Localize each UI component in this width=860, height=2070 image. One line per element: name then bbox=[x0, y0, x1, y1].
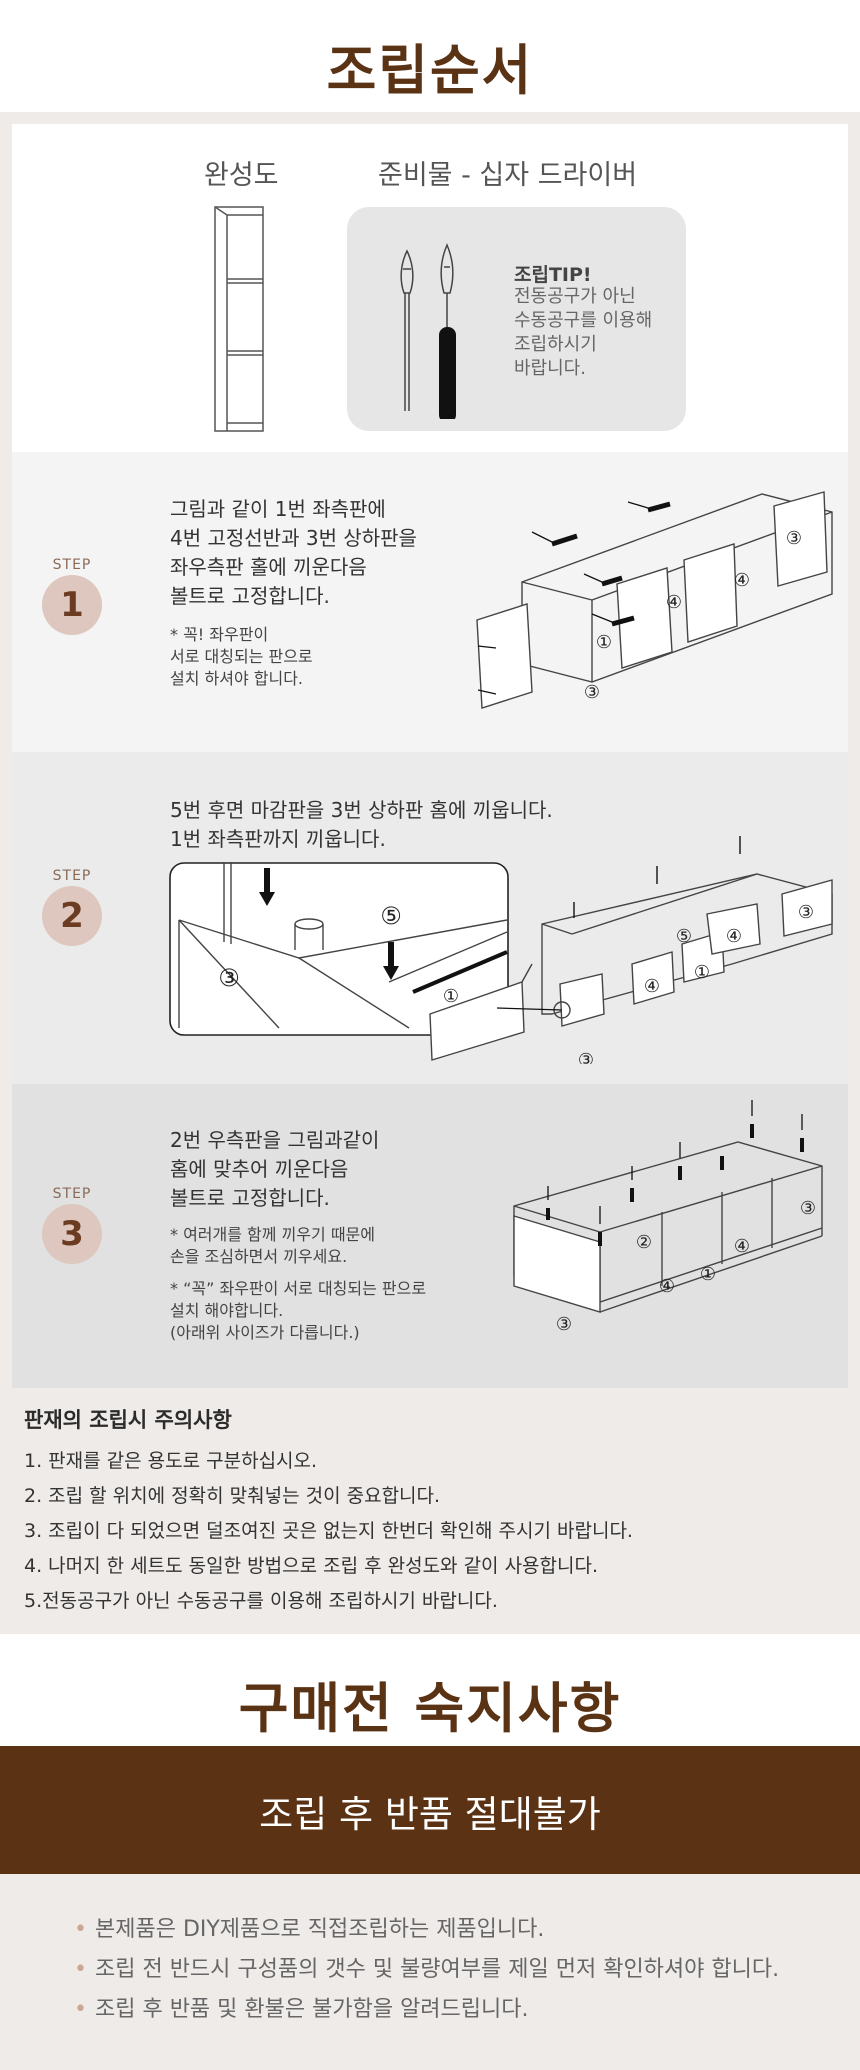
notice-item-text: 조립 후 반품 및 환불은 불가함을 알려드립니다. bbox=[94, 1997, 529, 2022]
detail-label: ③ bbox=[218, 964, 240, 992]
step-2-text: 5번 후면 마감판을 3번 상하판 홈에 끼웁니다. 1번 좌측판까지 끼웁니다… bbox=[170, 798, 553, 851]
notice-item: •조립 후 반품 및 환불은 불가함을 알려드립니다. bbox=[74, 1997, 529, 2022]
part-label: ③ bbox=[584, 682, 600, 703]
part-label: ④ bbox=[734, 570, 750, 591]
no-return-banner: 조립 후 반품 절대불가 bbox=[0, 1746, 860, 1874]
tip-title: 조립TIP! bbox=[514, 264, 592, 286]
notice-item: •본제품은 DIY제품으로 직접조립하는 제품입니다. bbox=[74, 1917, 545, 1942]
part-label: ④ bbox=[726, 926, 742, 947]
part-label: ③ bbox=[786, 528, 802, 549]
caution-item: 3. 조립이 다 되었으면 덜조여진 곳은 없는지 한번더 확인해 주시기 바랍… bbox=[24, 1520, 633, 1542]
cautions-title: 판재의 조립시 주의사항 bbox=[24, 1408, 232, 1432]
part-label: ① bbox=[694, 962, 710, 983]
step-1-note: * 꼭! 좌우판이 서로 대칭되는 판으로 설치 하셔야 합니다. bbox=[170, 625, 313, 688]
caution-item: 5.전동공구가 아닌 수동공구를 이용해 조립하시기 바랍니다. bbox=[24, 1590, 498, 1612]
step-2-panel: STEP 2 5번 후면 마감판을 3번 상하판 홈에 끼웁니다. 1번 좌측판… bbox=[12, 752, 848, 1084]
step-number: 1 bbox=[42, 575, 102, 635]
notice-title: 구매전 숙지사항 bbox=[238, 1677, 622, 1740]
screwdriver-icon bbox=[400, 243, 456, 419]
caution-item: 4. 나머지 한 세트도 동일한 방법으로 조립 후 완성도와 같이 사용합니다… bbox=[24, 1555, 599, 1577]
step-1-text: 그림과 같이 1번 좌측판에 4번 고정선반과 3번 상하판을 좌우측판 홀에 … bbox=[170, 497, 417, 608]
notice-item-text: 본제품은 DIY제품으로 직접조립하는 제품입니다. bbox=[94, 1917, 545, 1942]
part-label: ② bbox=[636, 1232, 652, 1253]
caution-item: 2. 조립 할 위치에 정확히 맞춰넣는 것이 중요합니다. bbox=[24, 1485, 441, 1507]
finished-label: 완성도 bbox=[204, 160, 279, 191]
part-label: ① bbox=[596, 632, 612, 653]
notice-header: 구매전 숙지사항 bbox=[0, 1634, 860, 1746]
step-1-diagram: ① ③ ④ ④ ③ bbox=[476, 491, 833, 709]
step-2-detail-diagram: ⑤ ③ ① bbox=[169, 862, 509, 1036]
detail-label: ① bbox=[443, 986, 459, 1007]
banner-text: 조립 후 반품 절대불가 bbox=[259, 1793, 601, 1836]
part-label: ① bbox=[700, 1264, 716, 1285]
part-label: ③ bbox=[798, 902, 814, 923]
part-label: ④ bbox=[666, 592, 682, 613]
step-2-main-diagram: ⑤ ③ ④ ④ ① ③ bbox=[429, 836, 833, 1064]
finished-shelf-illustration bbox=[214, 206, 264, 432]
part-label: ④ bbox=[659, 1276, 675, 1297]
step-3-text: 2번 우측판을 그림과같이 홈에 맞추어 끼운다음 볼트로 고정합니다. bbox=[170, 1128, 380, 1210]
step-3-diagram: ② ④ ④ ① ③ ③ bbox=[513, 1100, 823, 1335]
step-3-badge: STEP 3 bbox=[42, 1186, 102, 1264]
step-word: STEP bbox=[52, 1186, 92, 1202]
step-3-note-2: * “꼭” 좌우판이 서로 대칭되는 판으로 설치 해야합니다. (아래위 사이… bbox=[170, 1279, 427, 1342]
prep-label: 준비물 - 십자 드라이버 bbox=[378, 160, 638, 191]
step-3-note-1: * 여러개를 함께 끼우기 때문에 손을 조심하면서 끼우세요. bbox=[170, 1225, 375, 1266]
part-label: ③ bbox=[800, 1198, 816, 1219]
tip-box: 조립TIP! 전동공구가 아닌 수동공구를 이용해 조립하시기 바랍니다. bbox=[347, 207, 686, 431]
detail-label: ⑤ bbox=[380, 902, 402, 930]
notice-item: •조립 전 반드시 구성품의 갯수 및 불량여부를 제일 먼저 확인하셔야 합니… bbox=[74, 1957, 780, 1982]
step-word: STEP bbox=[52, 868, 92, 884]
step-1-panel: STEP 1 그림과 같이 1번 좌측판에 4번 고정선반과 3번 상하판을 좌… bbox=[12, 452, 848, 752]
step-number: 2 bbox=[42, 886, 102, 946]
part-label: ⑤ bbox=[676, 926, 692, 947]
cautions-section: 판재의 조립시 주의사항 1. 판재를 같은 용도로 구분하십시오. 2. 조립… bbox=[24, 1404, 633, 1619]
step-1-badge: STEP 1 bbox=[42, 557, 102, 635]
step-word: STEP bbox=[52, 557, 92, 573]
part-label: ③ bbox=[556, 1314, 572, 1335]
notice-item-text: 조립 전 반드시 구성품의 갯수 및 불량여부를 제일 먼저 확인하셔야 합니다… bbox=[94, 1957, 780, 1982]
caution-item: 1. 판재를 같은 용도로 구분하십시오. bbox=[24, 1450, 318, 1472]
step-number: 3 bbox=[42, 1204, 102, 1264]
part-label: ③ bbox=[578, 1050, 594, 1064]
step-2-badge: STEP 2 bbox=[42, 868, 102, 946]
assembly-order-header: 조립순서 bbox=[0, 0, 860, 112]
step-3-panel: STEP 3 2번 우측판을 그림과같이 홈에 맞추어 끼운다음 볼트로 고정합… bbox=[12, 1084, 848, 1388]
notice-list: •본제품은 DIY제품으로 직접조립하는 제품입니다. •조립 전 반드시 구성… bbox=[74, 1910, 779, 2030]
part-label: ④ bbox=[644, 976, 660, 997]
page-title: 조립순서 bbox=[326, 39, 534, 102]
part-label: ④ bbox=[734, 1236, 750, 1257]
tip-text: 전동공구가 아닌 수동공구를 이용해 조립하시기 바랍니다. bbox=[514, 286, 653, 379]
